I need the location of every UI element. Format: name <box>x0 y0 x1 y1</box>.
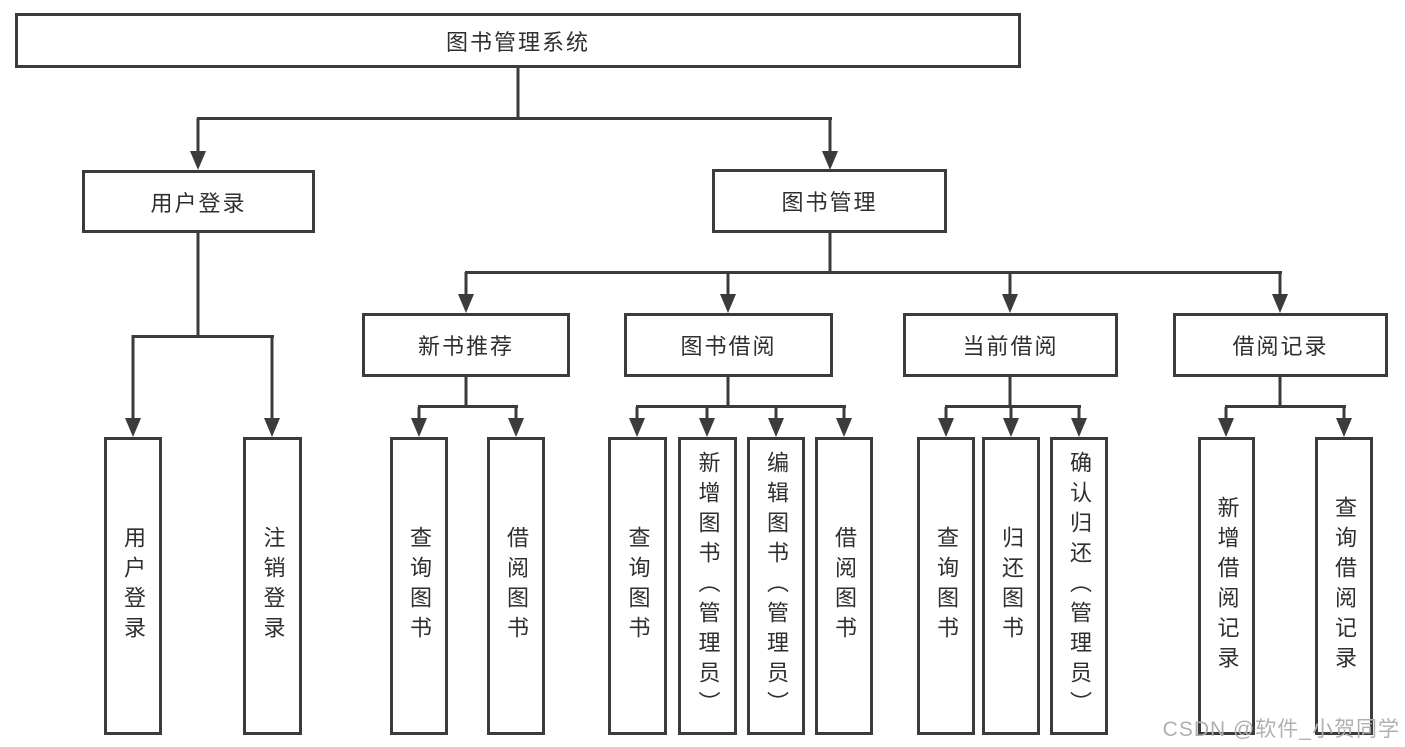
connector-user-login-hline <box>132 335 274 338</box>
arrowhead-query-record <box>1336 418 1352 437</box>
csdn-watermark: CSDN @软件_小贺同学 <box>1162 718 1400 741</box>
connector-drop-query-record <box>1342 407 1346 419</box>
connector-book-borrow-stem <box>726 377 730 407</box>
arrowhead-user-login <box>190 151 206 170</box>
node-return-books: 归还图书 <box>982 437 1040 735</box>
connector-drop-query-books-1 <box>417 407 421 419</box>
node-query-books-recommend: 查询图书 <box>390 437 448 735</box>
connector-user-login-stem <box>196 233 200 335</box>
arrowhead-confirm-return <box>1071 418 1087 437</box>
node-library-system: 图书管理系统 <box>15 13 1021 68</box>
arrowhead-borrow-books-2 <box>836 418 852 437</box>
connector-drop-user-login <box>196 118 200 152</box>
connector-new-book-hline <box>418 405 518 408</box>
connector-drop-add-books <box>705 407 709 419</box>
connector-borrow-records-hline <box>1225 405 1346 408</box>
node-borrow-books-leaf: 借阅图书 <box>815 437 873 735</box>
connector-book-borrow-hline <box>636 405 846 408</box>
connector-drop-borrow-records <box>1278 272 1282 295</box>
arrowhead-return-books <box>1003 418 1019 437</box>
arrowhead-add-record <box>1218 418 1234 437</box>
connector-drop-borrow-books-2 <box>842 407 846 419</box>
arrowhead-current-borrow <box>1002 294 1018 313</box>
node-user-login: 用户登录 <box>82 170 315 233</box>
connector-drop-return-books <box>1009 407 1013 419</box>
node-query-books-borrow: 查询图书 <box>608 437 667 735</box>
connector-current-borrow-hline <box>945 405 1081 408</box>
node-book-management: 图书管理 <box>712 169 947 233</box>
connector-borrow-records-stem <box>1278 377 1282 407</box>
arrowhead-new-book <box>458 294 474 313</box>
connector-drop-login-leaf <box>131 335 135 419</box>
connector-new-book-stem <box>464 377 468 407</box>
arrowhead-query-books-3 <box>938 418 954 437</box>
connector-book-mgmt-stem <box>828 233 832 272</box>
connector-drop-confirm-return <box>1077 407 1081 419</box>
node-logout-leaf: 注销登录 <box>243 437 302 735</box>
node-book-borrow: 图书借阅 <box>624 313 833 377</box>
node-edit-books-admin: 编辑图书（管理员） <box>747 437 805 735</box>
arrowhead-edit-books <box>768 418 784 437</box>
connector-current-borrow-stem <box>1008 377 1012 407</box>
connector-drop-book-borrow <box>726 272 730 295</box>
arrowhead-borrow-records <box>1272 294 1288 313</box>
arrowhead-logout-leaf <box>264 418 280 437</box>
connector-drop-current-borrow <box>1008 272 1012 295</box>
node-current-borrow: 当前借阅 <box>903 313 1118 377</box>
node-query-books-current: 查询图书 <box>917 437 975 735</box>
connector-drop-new-book <box>464 272 468 295</box>
node-new-book-recommend: 新书推荐 <box>362 313 570 377</box>
node-add-borrow-record: 新增借阅记录 <box>1198 437 1255 735</box>
connector-drop-add-record <box>1224 407 1228 419</box>
node-confirm-return-admin: 确认归还（管理员） <box>1050 437 1108 735</box>
connector-level3-hline <box>465 271 1282 274</box>
connector-drop-logout-leaf <box>270 335 274 419</box>
arrowhead-book-mgmt <box>822 151 838 170</box>
node-user-login-leaf: 用户登录 <box>104 437 162 735</box>
arrowhead-add-books <box>699 418 715 437</box>
arrowhead-login-leaf <box>125 418 141 437</box>
connector-root-stem <box>516 68 520 118</box>
connector-drop-query-books-2 <box>635 407 639 419</box>
arrowhead-query-books-1 <box>411 418 427 437</box>
node-borrow-books-recommend: 借阅图书 <box>487 437 545 735</box>
connector-drop-book-mgmt <box>828 118 832 152</box>
arrowhead-book-borrow <box>720 294 736 313</box>
arrowhead-borrow-books-1 <box>508 418 524 437</box>
node-borrow-records: 借阅记录 <box>1173 313 1388 377</box>
node-add-books-admin: 新增图书（管理员） <box>678 437 737 735</box>
arrowhead-query-books-2 <box>629 418 645 437</box>
connector-drop-query-books-3 <box>944 407 948 419</box>
connector-drop-borrow-books-1 <box>514 407 518 419</box>
node-query-borrow-record: 查询借阅记录 <box>1315 437 1373 735</box>
connector-drop-edit-books <box>774 407 778 419</box>
connector-level2-hline <box>197 117 832 120</box>
